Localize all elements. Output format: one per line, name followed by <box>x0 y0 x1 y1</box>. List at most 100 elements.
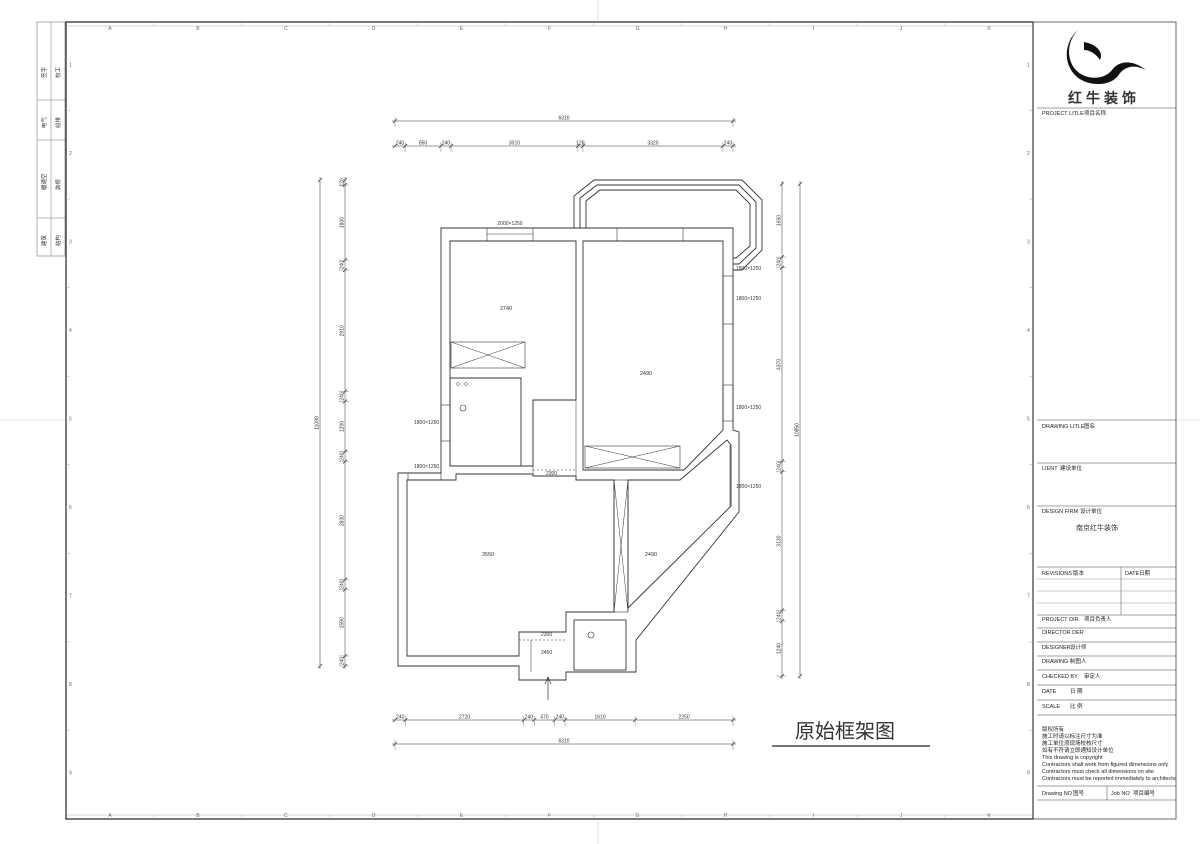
window-label: 1800×1250 <box>414 420 439 426</box>
dimension-segment: 120 <box>576 141 585 147</box>
dimension-segment: 240 <box>724 141 733 147</box>
window <box>616 227 684 242</box>
dimension-segment: 240 <box>340 261 346 270</box>
grid-row-label: 9 <box>1027 771 1030 777</box>
grid-col-label: I <box>813 813 814 819</box>
grid-row-label: 7 <box>69 594 72 600</box>
window-label: 1800×1250 <box>736 296 761 302</box>
grid-col-label: D <box>372 26 376 32</box>
note-line: 版权所有 <box>1042 725 1065 733</box>
drawing-cn: 制图人 <box>1070 657 1087 665</box>
brand-name: 红牛装饰 <box>1068 90 1140 106</box>
title-block-frame <box>1032 21 1177 820</box>
grid-col-label: K <box>987 813 991 819</box>
bedroom-1-outline <box>449 240 577 467</box>
grid-row-label: 2 <box>69 151 72 157</box>
date2-label: DATE <box>1042 689 1057 695</box>
grid-col-label: E <box>460 813 464 819</box>
strip-label: 结构 <box>54 234 62 246</box>
dimension-total: 6310 <box>558 116 569 122</box>
dimension-segment: 3010 <box>509 141 520 147</box>
grid-row-label: 1 <box>69 62 72 68</box>
dimension-segment: 1200 <box>340 421 346 432</box>
strip-label: 装修 <box>54 178 62 190</box>
project-dir-cn: 项目负责人 <box>1084 615 1112 623</box>
dimension-segment: 1240 <box>777 643 783 654</box>
designer-cn: 设计师 <box>1070 643 1087 651</box>
window <box>407 472 442 481</box>
dimension-total: 10850 <box>795 423 801 437</box>
floor-plan <box>397 179 763 700</box>
note-line: Contractors must check all dimensions on… <box>1042 769 1154 775</box>
balcony-outline <box>573 179 763 271</box>
window <box>722 384 734 422</box>
grid-col-label: H <box>724 26 728 32</box>
door-label: 2300 <box>541 632 552 638</box>
dimension-total: 6310 <box>558 739 569 745</box>
dimension-segment: 2830 <box>340 515 346 526</box>
strip-label: 暖通空 <box>40 173 48 190</box>
drawing-label: DRAWING <box>1042 659 1068 665</box>
revisions-label: REVISIONS <box>1042 571 1072 577</box>
window-label: 1800×1250 <box>736 405 761 411</box>
corridor <box>532 399 577 477</box>
notes-block: 版权所有施工时请以标注尺寸为准施工单位须现场校核尺寸如有不符请立即通知设计单位T… <box>1042 725 1176 782</box>
grid-row-label: 5 <box>1027 417 1030 423</box>
dimension-segment: 240 <box>777 611 783 620</box>
dimension-segment: 240 <box>396 715 405 721</box>
cabinet <box>613 479 629 613</box>
bull-logo-icon <box>1066 30 1146 85</box>
note-line: Contractors must be reported immediately… <box>1042 776 1176 782</box>
living-room-outline <box>406 473 615 657</box>
grid-col-label: C <box>284 26 288 32</box>
checked-cn: 审定人 <box>1084 672 1101 680</box>
client-cn: 建设单位 <box>1060 464 1083 472</box>
grid-row-label: 6 <box>69 505 72 511</box>
dimension-segment: 240 <box>556 715 565 721</box>
window <box>722 275 734 325</box>
room-label: 2490 <box>645 552 657 558</box>
dimension-segment: 3320 <box>647 141 658 147</box>
note-line: 如有不符请立即通知设计单位 <box>1042 746 1114 754</box>
left-info-strip: 签字 校工 电气 给排 暖通空 装修 建筑 结构 <box>36 21 66 257</box>
dimension-segment: 240 <box>525 715 534 721</box>
date2-cn: 日 期 <box>1070 688 1083 695</box>
designer-label: DESIGNER <box>1042 645 1071 651</box>
grid-row-label: 7 <box>1027 594 1030 600</box>
bathroom-outline <box>449 377 522 467</box>
dimension-segment: 240 <box>777 258 783 267</box>
dimension-segment: 1650 <box>777 215 783 226</box>
dimension-segment: 240 <box>340 392 346 401</box>
grid-col-label: B <box>196 813 200 819</box>
project-dir-label: PROJECT DIR <box>1042 617 1079 623</box>
project-title-label: PROJECT LITLE <box>1042 111 1084 117</box>
checked-label: CHECKED BY <box>1042 674 1078 680</box>
grid-col-label: A <box>108 813 112 819</box>
grid-row-label: 3 <box>69 239 72 245</box>
grid-col-label: A <box>108 26 112 32</box>
dimension-segment: 850 <box>419 141 428 147</box>
drawing-title: 原始框架图 <box>795 720 895 743</box>
dimension-segment: 240 <box>340 657 346 666</box>
outer-wall <box>397 227 740 681</box>
window-label: 1800×1250 <box>736 266 761 272</box>
grid-col-label: D <box>372 813 376 819</box>
grid-col-label: J <box>900 26 903 32</box>
dining-outline <box>627 439 732 610</box>
drawing-no-cn: 图号 <box>1073 789 1085 797</box>
dimension-segment: 4370 <box>777 359 783 370</box>
revisions-cn: 版本 <box>1073 569 1085 577</box>
room-label: 2740 <box>500 306 512 312</box>
pipe-icon <box>464 382 468 386</box>
dimension-segment: 1800 <box>340 217 346 228</box>
arrow-head-icon <box>544 676 552 685</box>
drawing-title-cn: 图名 <box>1084 422 1095 430</box>
design-firm-name: 南京红牛装饰 <box>1076 523 1118 532</box>
wardrobe <box>584 445 681 469</box>
dimension-segment: 1610 <box>595 715 606 721</box>
job-no-label: Job NO <box>1111 791 1130 797</box>
dimension-segment: 240 <box>777 462 783 471</box>
dimension-segment: 2910 <box>340 325 346 336</box>
strip-label: 校工 <box>54 66 62 78</box>
